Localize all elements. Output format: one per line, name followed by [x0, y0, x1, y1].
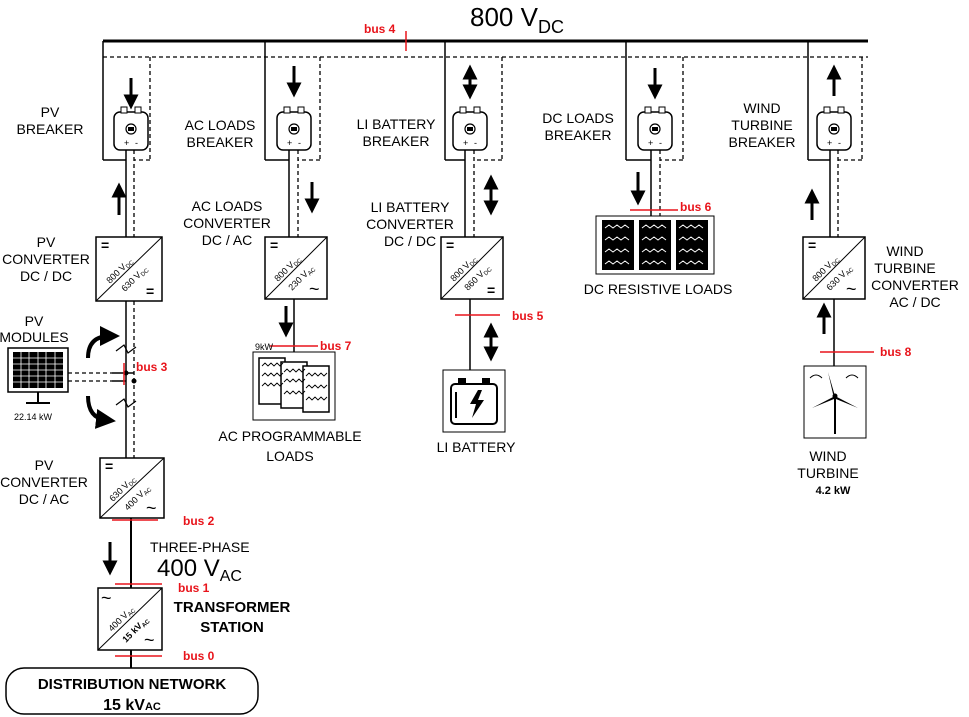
pv-breaker-icon[interactable]	[113, 106, 149, 151]
ac-grid-voltage: 400 VAC	[157, 555, 242, 585]
svg-text:~: ~	[846, 279, 857, 299]
svg-text:~: ~	[146, 498, 157, 518]
bus-6-label: bus 6	[680, 200, 712, 214]
three-phase-label: THREE-PHASE	[150, 539, 250, 555]
li-battery-branch: = = 800 VDC 860 VDC	[440, 41, 506, 433]
wind-branch: = ~ 800 VDC 630 VAC	[802, 41, 874, 439]
bus-1-label: bus 1	[178, 581, 210, 595]
dc-resistive-loads-label: DC RESISTIVE LOADS	[584, 281, 733, 297]
svg-text:~: ~	[144, 630, 155, 650]
wind-breaker-icon[interactable]	[816, 106, 852, 151]
pv-branch: = = 800 VDC 630 VDC	[7, 41, 165, 588]
dc-loads-breaker-icon[interactable]	[637, 106, 673, 151]
wind-turbine-icon	[803, 365, 867, 439]
svg-text:=: =	[146, 283, 154, 299]
svg-text:=: =	[808, 237, 816, 253]
svg-text:=: =	[487, 282, 495, 298]
dc-loads-branch	[595, 41, 715, 275]
pv-dcdc-converter[interactable]: = = 800 VDC 630 VDC	[95, 236, 163, 302]
bus-7-label: bus 7	[320, 339, 352, 353]
wind-converter[interactable]: = ~ 800 VDC 630 VAC	[802, 236, 866, 300]
li-battery-breaker-icon[interactable]	[452, 106, 488, 151]
svg-text:=: =	[105, 458, 113, 474]
ac-loads-branch: = ~ 800 VDC 230 VAC	[252, 41, 336, 421]
bus-3-label: bus 3	[136, 360, 168, 374]
li-battery-label: LI BATTERY	[437, 439, 517, 455]
pv-modules-power: 22.14 kW	[14, 412, 53, 422]
distribution-network-label: DISTRIBUTION NETWORK	[38, 676, 226, 693]
pv-dcac-converter[interactable]: = ~ 630 VDC 400 VAC	[99, 457, 165, 519]
ac-loads-converter[interactable]: = ~ 800 VDC 230 VAC	[264, 236, 328, 300]
li-battery-converter[interactable]: = = 800 VDC 860 VDC	[440, 236, 504, 300]
ac-programmable-loads-icon	[252, 351, 336, 421]
svg-text:~: ~	[101, 588, 112, 608]
bus-4-label: bus 4	[364, 22, 396, 36]
bus-5-label: bus 5	[512, 309, 544, 323]
distribution-network[interactable]: DISTRIBUTION NETWORK 15 kVAC	[5, 667, 259, 715]
transformer-station[interactable]: ~ ~ 400 VAC 15 kVAC	[97, 587, 163, 651]
battery-icon	[442, 369, 506, 433]
ac-loads-breaker-icon[interactable]	[276, 106, 312, 151]
pv-modules-icon	[7, 347, 69, 404]
ac-loads-power: 9kW	[255, 342, 274, 352]
bus-8-label: bus 8	[880, 345, 912, 359]
svg-text:=: =	[446, 237, 454, 253]
bus-0-label: bus 0	[183, 649, 215, 663]
distribution-network-voltage: 15 kVAC	[103, 697, 161, 714]
bus-2-label: bus 2	[183, 514, 215, 528]
dc-resistive-loads-icon	[595, 215, 715, 275]
main-bus-voltage: 800 VDC	[470, 2, 564, 37]
main-dc-bus	[103, 31, 868, 58]
svg-text:=: =	[270, 237, 278, 253]
svg-text:=: =	[101, 237, 109, 253]
svg-text:~: ~	[309, 279, 320, 299]
wind-turbine-power: 4.2 kW	[816, 485, 851, 497]
